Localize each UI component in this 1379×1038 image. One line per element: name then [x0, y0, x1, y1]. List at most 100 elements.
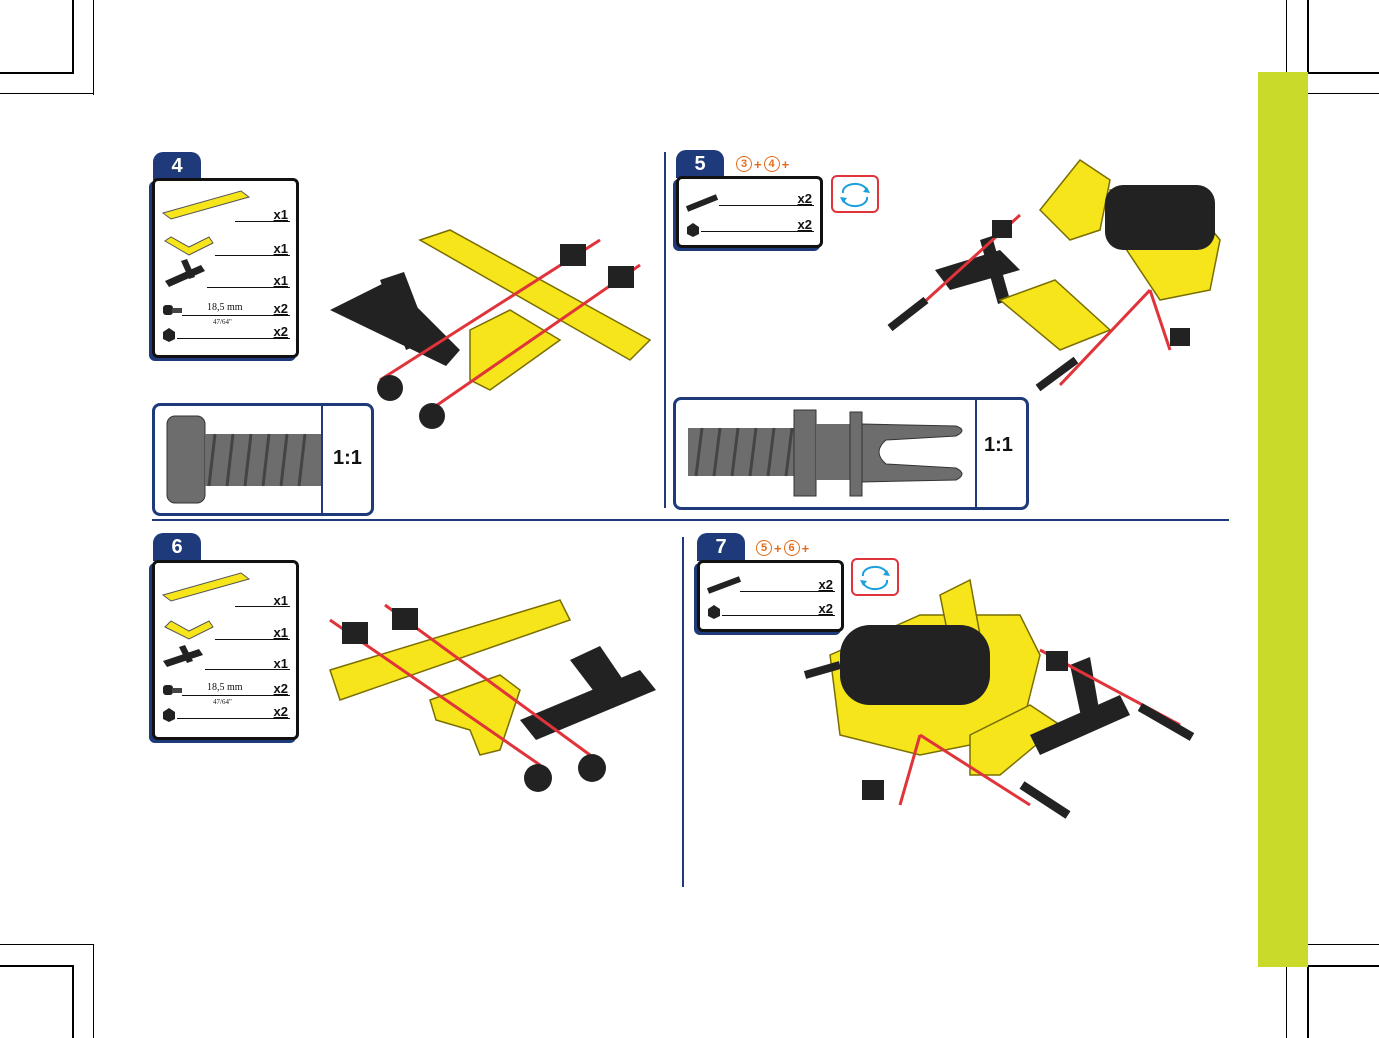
part-qty: x1	[274, 656, 288, 671]
black-wheel-assembly	[840, 625, 990, 705]
step-number: 6	[171, 533, 182, 561]
black-tee-plate	[1070, 657, 1100, 721]
black-wheel-assembly	[1105, 185, 1215, 250]
column-divider	[664, 152, 666, 508]
crop-mark	[93, 0, 94, 95]
nut	[992, 220, 1012, 238]
scale-callout: 1:1	[673, 397, 1029, 510]
bolt-length: 18,5 mm	[207, 302, 243, 313]
bolt-icon	[163, 685, 182, 695]
part-qty: x2	[274, 301, 288, 316]
bolt	[419, 403, 445, 429]
step-ref: 4	[764, 156, 780, 172]
scale-label: 1:1	[984, 434, 1013, 457]
step-ref: 6	[784, 540, 800, 556]
bolt-length-imperial: 47/64"	[213, 698, 232, 706]
part-qty: x2	[274, 324, 288, 339]
nut-icon	[163, 328, 175, 342]
nut-icon	[163, 708, 175, 722]
step-number-tab: 4	[153, 152, 201, 180]
yellow-angle-plate-icon	[165, 237, 213, 255]
plus-sign: +	[754, 157, 762, 172]
nut	[342, 622, 368, 644]
scale-label: 1:1	[333, 447, 362, 470]
part-qty: x2	[798, 191, 812, 206]
crop-mark	[0, 72, 74, 74]
nut-icon	[687, 223, 699, 237]
yellow-strip-icon	[163, 191, 249, 219]
step-number: 5	[694, 150, 705, 178]
parts-list: x1 x1 x1 18,5 mm 47/64" x2 x2	[152, 560, 299, 740]
crop-mark	[1307, 965, 1379, 967]
crop-mark	[72, 965, 74, 1038]
nut	[392, 608, 418, 630]
bolt	[377, 375, 403, 401]
parts-icons	[679, 179, 820, 245]
axle-pin	[890, 300, 926, 328]
step-ref: 3	[736, 156, 752, 172]
axle-pin	[1022, 785, 1068, 815]
chapter-side-tab	[1258, 72, 1308, 967]
axle-pin-icon	[687, 197, 717, 209]
yellow-strip-icon	[163, 573, 249, 601]
previous-steps-reference: 5 + 6 +	[756, 540, 809, 556]
part-qty: x1	[274, 207, 288, 222]
nut	[862, 780, 884, 800]
part-qty: x1	[274, 273, 288, 288]
bolt-icon	[163, 305, 182, 315]
part-qty: x1	[274, 593, 288, 608]
nut-icon	[708, 605, 720, 619]
axle-pin	[1140, 707, 1192, 737]
step4-assembly-illustration	[320, 220, 660, 440]
crop-mark	[1307, 72, 1379, 74]
yellow-angle-plate	[1000, 280, 1110, 350]
step-number-tab: 5	[676, 150, 724, 178]
step-ref: 5	[756, 540, 772, 556]
nut	[560, 244, 586, 266]
bolt-icon	[155, 406, 325, 513]
crop-mark	[0, 93, 94, 94]
black-tee-plate-icon	[163, 645, 203, 667]
step5-assembly-illustration	[880, 150, 1240, 400]
step-number-tab: 7	[697, 533, 745, 561]
parts-list: x2 x2	[676, 176, 823, 248]
step-number-tab: 6	[153, 533, 201, 561]
section-divider	[152, 519, 1229, 521]
crop-mark	[72, 0, 74, 74]
step7-assembly-illustration	[800, 575, 1200, 835]
bolt	[578, 754, 606, 782]
bolt	[524, 764, 552, 792]
previous-steps-reference: 3 + 4 +	[736, 156, 789, 172]
parts-list: x1 x1 x1 18,5 mm 47/64" x2 x2	[152, 178, 299, 358]
crop-mark	[1307, 0, 1309, 74]
part-qty: x1	[274, 625, 288, 640]
part-qty: x2	[798, 217, 812, 232]
plus-sign: +	[774, 541, 782, 556]
step6-assembly-illustration	[320, 590, 660, 810]
black-tee-plate	[935, 250, 1020, 290]
part-qty: x1	[274, 241, 288, 256]
rotate-callout	[831, 175, 879, 213]
crop-mark	[0, 965, 74, 967]
black-tee-plate	[570, 646, 630, 702]
yellow-bracket	[1040, 160, 1110, 240]
plus-sign: +	[782, 157, 790, 172]
crop-mark	[0, 944, 94, 945]
rotate-icon	[833, 177, 877, 211]
nut	[1046, 651, 1068, 671]
crop-mark	[93, 944, 94, 1038]
yellow-angle-plate-icon	[165, 621, 213, 639]
black-tee-plate-icon	[165, 259, 205, 287]
nut	[1170, 328, 1190, 346]
part-qty: x2	[274, 704, 288, 719]
axle-pin-icon	[708, 579, 740, 591]
plus-sign: +	[802, 541, 810, 556]
column-divider	[682, 537, 684, 887]
bolt-length-imperial: 47/64"	[213, 318, 232, 326]
step-number: 4	[171, 152, 182, 180]
part-qty: x2	[274, 681, 288, 696]
nut	[608, 266, 634, 288]
bolt-length: 18,5 mm	[207, 682, 243, 693]
crop-mark	[1307, 965, 1309, 1038]
axle-pin-icon	[676, 400, 976, 507]
